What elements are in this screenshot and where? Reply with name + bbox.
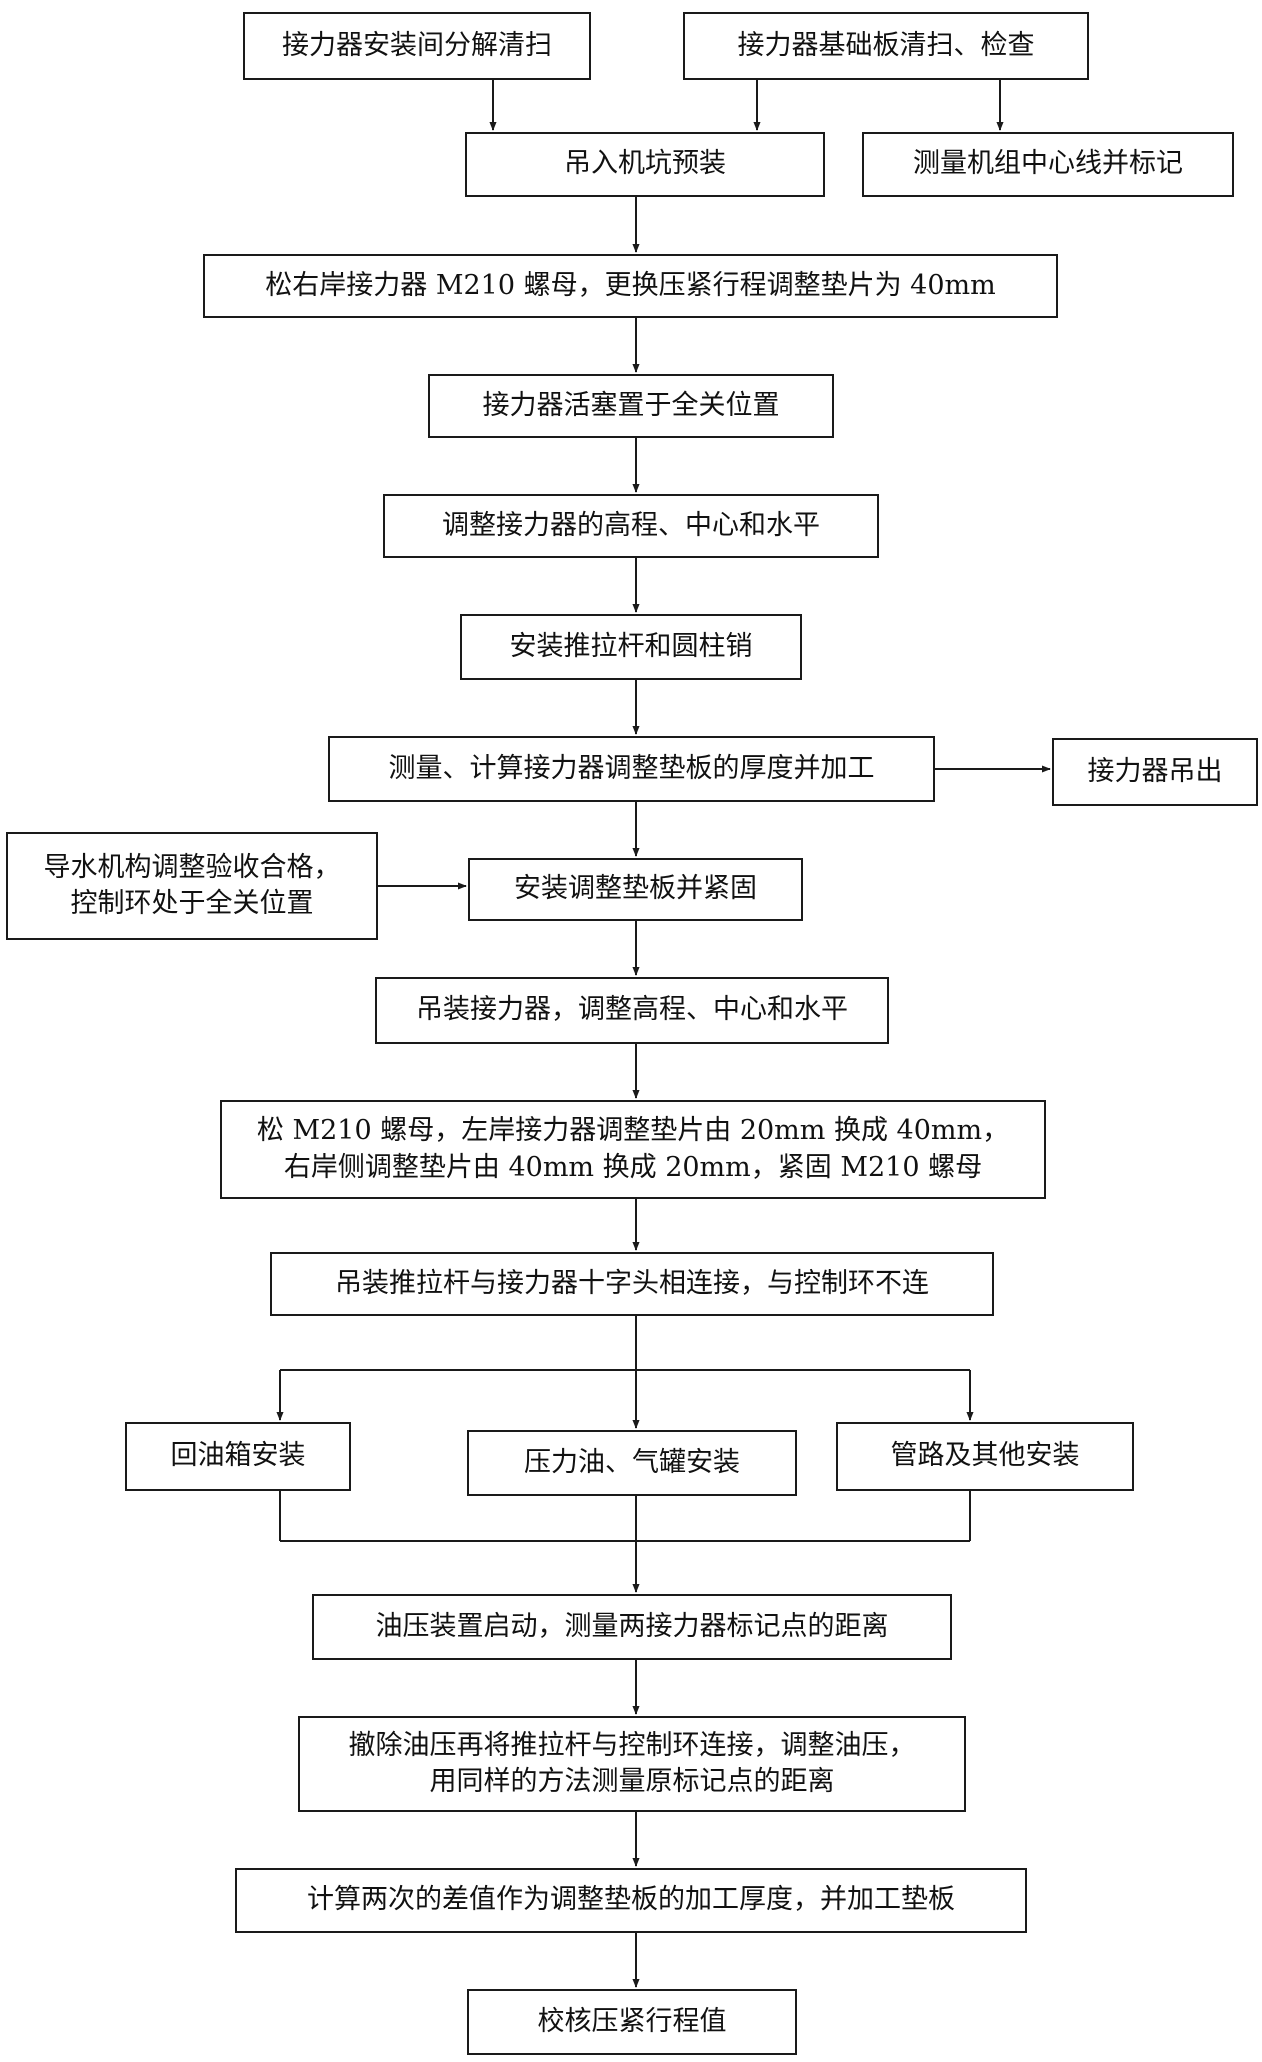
step-pressure-tank: 压力油、气罐安装 xyxy=(467,1430,797,1496)
step-piping-other: 管路及其他安装 xyxy=(836,1422,1134,1491)
step-measure-centerline: 测量机组中心线并标记 xyxy=(862,132,1234,197)
step-compute-difference: 计算两次的差值作为调整垫板的加工厚度，并加工垫板 xyxy=(235,1868,1027,1933)
step-disassemble-clean: 接力器安装间分解清扫 xyxy=(243,12,591,80)
step-adjust-elevation: 调整接力器的高程、中心和水平 xyxy=(383,494,879,558)
step-remeasure: 撤除油压再将推拉杆与控制环连接，调整油压， 用同样的方法测量原标记点的距离 xyxy=(298,1716,966,1812)
step-calc-shim-thickness: 测量、计算接力器调整垫板的厚度并加工 xyxy=(328,736,935,802)
step-piston-closed: 接力器活塞置于全关位置 xyxy=(428,374,834,438)
step-guide-mechanism-accepted: 导水机构调整验收合格， 控制环处于全关位置 xyxy=(6,832,378,940)
step-verify-stroke: 校核压紧行程值 xyxy=(467,1989,797,2055)
step-hoist-adjust: 吊装接力器，调整高程、中心和水平 xyxy=(375,977,889,1044)
step-base-plate-check: 接力器基础板清扫、检查 xyxy=(683,12,1089,80)
step-swap-shims: 松 M210 螺母，左岸接力器调整垫片由 20mm 换成 40mm， 右岸侧调整… xyxy=(220,1100,1046,1199)
step-start-oil-pressure: 油压装置启动，测量两接力器标记点的距离 xyxy=(312,1594,952,1660)
step-hoist-preassemble: 吊入机坑预装 xyxy=(465,132,825,197)
step-oil-tank: 回油箱安装 xyxy=(125,1422,351,1491)
step-install-rod-pin: 安装推拉杆和圆柱销 xyxy=(460,614,802,680)
step-loosen-right-nut: 松右岸接力器 M210 螺母，更换压紧行程调整垫片为 40mm xyxy=(203,254,1058,318)
step-install-shim-plate: 安装调整垫板并紧固 xyxy=(468,858,803,921)
step-hoist-out: 接力器吊出 xyxy=(1052,738,1258,806)
step-connect-crosshead: 吊装推拉杆与接力器十字头相连接，与控制环不连 xyxy=(270,1252,994,1316)
